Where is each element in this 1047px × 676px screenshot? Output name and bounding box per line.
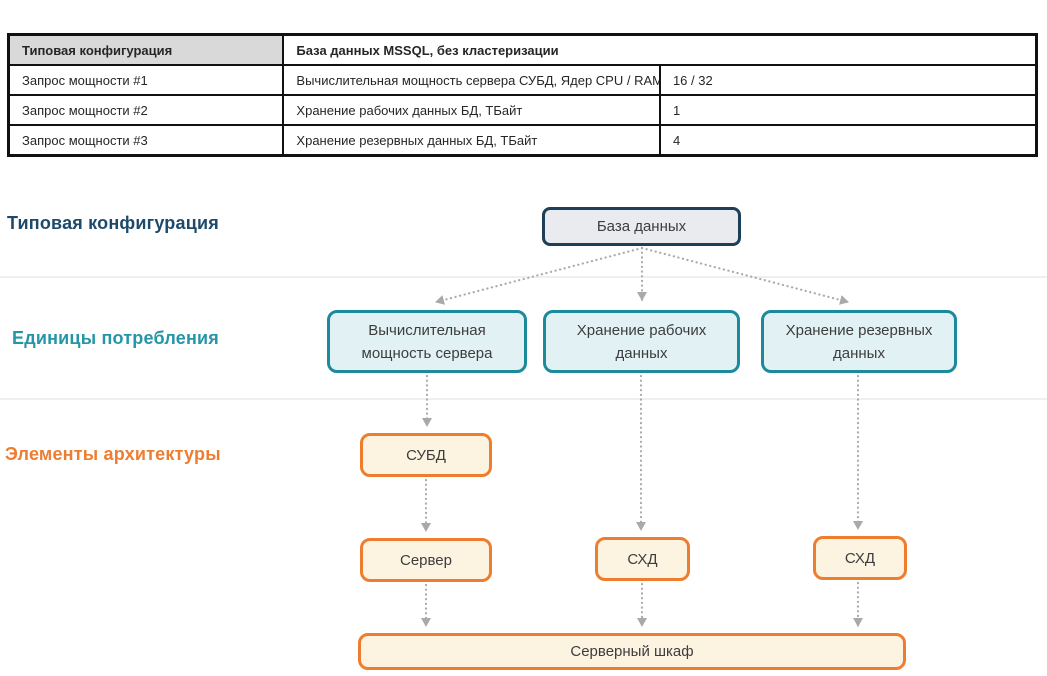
request-value-cell: 1 [658, 94, 1038, 126]
node-backup-data-storage: Хранение резервных данных [761, 310, 957, 373]
table-row: Запрос мощности #1 Вычислительная мощнос… [7, 64, 1038, 96]
table-row: Типовая конфигурация База данных MSSQL, … [7, 33, 1038, 66]
node-san-working: СХД [595, 537, 690, 581]
request-value-cell: 16 / 32 [658, 64, 1038, 96]
node-san-backup: СХД [813, 536, 907, 580]
table-row: Запрос мощности #3 Хранение резервных да… [7, 124, 1038, 157]
table-row: Запрос мощности #2 Хранение рабочих данн… [7, 94, 1038, 126]
node-working-data-storage: Хранение рабочих данных [543, 310, 740, 373]
section-label-architecture-elements: Элементы архитектуры [5, 444, 221, 464]
section-label-typical-configuration: Типовая конфигурация [7, 213, 219, 233]
node-server: Сервер [360, 538, 492, 582]
node-compute-power: Вычислительная мощность сервера [327, 310, 527, 373]
config-title-cell: База данных MSSQL, без кластеризации [282, 33, 1038, 66]
node-server-rack: Серверный шкаф [358, 633, 906, 670]
section-divider [0, 398, 1047, 400]
request-description-cell: Вычислительная мощность сервера СУБД, Яд… [282, 64, 661, 96]
request-value-cell: 4 [658, 124, 1038, 157]
node-dbms: СУБД [360, 433, 492, 477]
section-label-consumption-units: Единицы потребления [12, 328, 219, 348]
section-divider [0, 276, 1047, 278]
configuration-table: Типовая конфигурация База данных MSSQL, … [7, 33, 1038, 157]
node-database: База данных [542, 207, 741, 246]
request-label-cell: Запрос мощности #3 [7, 124, 285, 157]
request-description-cell: Хранение рабочих данных БД, ТБайт [282, 94, 661, 126]
request-label-cell: Запрос мощности #1 [7, 64, 285, 96]
request-description-cell: Хранение резервных данных БД, ТБайт [282, 124, 661, 157]
request-label-cell: Запрос мощности #2 [7, 94, 285, 126]
config-name-cell: Типовая конфигурация [7, 33, 285, 66]
